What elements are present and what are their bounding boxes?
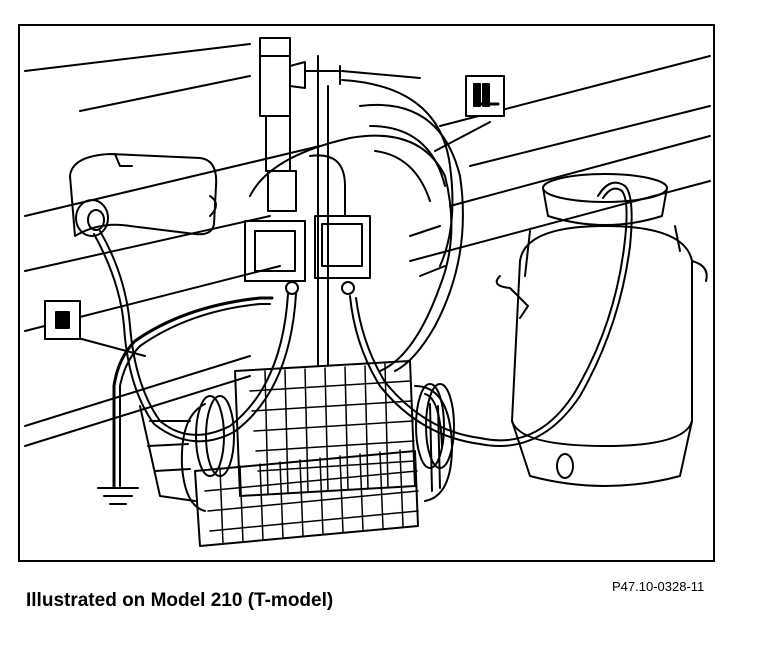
hose-reel-disc [249,103,464,372]
fuel-drain-diagram [24,37,711,547]
fuel-filler-flap [69,153,218,237]
pump-column-mid [265,115,291,172]
grille-cart-base [139,360,453,547]
reference-code: P47.10-0328-11 [612,579,705,594]
pump-handle-cap [259,37,291,57]
illustration-frame [18,24,715,562]
pump-motor [267,170,297,212]
fuel-pump-assembly [244,37,454,367]
filter-housing-right [314,215,371,279]
callout-line-left [77,337,146,357]
grille-pattern-icon [44,300,81,340]
ground-symbol-icon [97,487,139,505]
pump-column-upper [259,55,291,117]
drain-hoses [93,181,633,488]
callout-line-right [434,121,491,152]
figure-caption: Illustrated on Model 210 (T-model) [26,590,334,611]
fuel-tank-icon [495,173,708,487]
fuel-pump-icon [465,75,505,117]
filter-housing-left [244,220,306,282]
